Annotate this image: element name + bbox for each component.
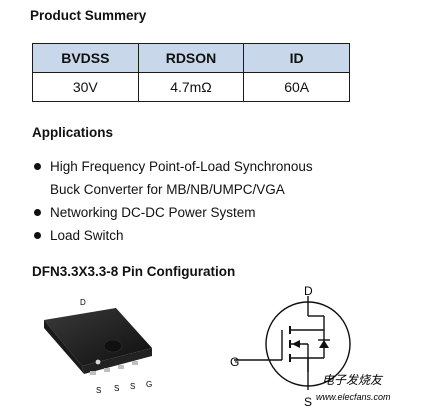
list-item: High Frequency Point-of-Load Synchronous <box>32 155 313 178</box>
package-pin-label: S <box>114 384 119 393</box>
value-rdson: 4.7mΩ <box>137 72 245 102</box>
value-id: 60A <box>243 72 350 102</box>
dfn-package-illustration: D S S S G <box>44 298 152 395</box>
header-bvdss: BVDSS <box>32 43 139 73</box>
package-pin-label: S <box>96 386 101 395</box>
header-rdson: RDSON <box>137 43 245 73</box>
section-title-product-summary: Product Summery <box>30 8 147 23</box>
symbol-label-drain: D <box>304 284 313 298</box>
bullet-icon <box>34 163 41 170</box>
watermark-text: 电子发烧友 <box>322 373 384 387</box>
applications-list: High Frequency Point-of-Load Synchronous… <box>32 155 313 247</box>
list-item: Networking DC-DC Power System <box>32 201 313 224</box>
section-title-pin-configuration: DFN3.3X3.3-8 Pin Configuration <box>32 264 236 279</box>
package-label-drain: D <box>80 298 86 307</box>
package-pin-label: S <box>130 382 135 391</box>
list-item: Buck Converter for MB/NB/UMPC/VGA <box>50 182 285 197</box>
list-item: Load Switch <box>32 224 313 247</box>
mosfet-symbol: D G S 电子发烧友 www.elecfans.com <box>230 284 391 409</box>
product-summary-table: BVDSS RDSON ID 30V 4.7mΩ 60A <box>32 43 350 102</box>
symbol-label-gate: G <box>230 355 239 369</box>
section-title-applications: Applications <box>32 125 114 140</box>
header-id: ID <box>243 43 350 73</box>
package-pin-label: G <box>146 380 152 389</box>
bullet-icon <box>34 209 41 216</box>
bullet-icon <box>34 232 41 239</box>
table-header-row: BVDSS RDSON ID <box>32 43 350 73</box>
value-bvdss: 30V <box>32 72 139 102</box>
table-row: 30V 4.7mΩ 60A <box>32 72 350 102</box>
symbol-label-source: S <box>304 395 312 409</box>
watermark-url: www.elecfans.com <box>316 392 391 402</box>
